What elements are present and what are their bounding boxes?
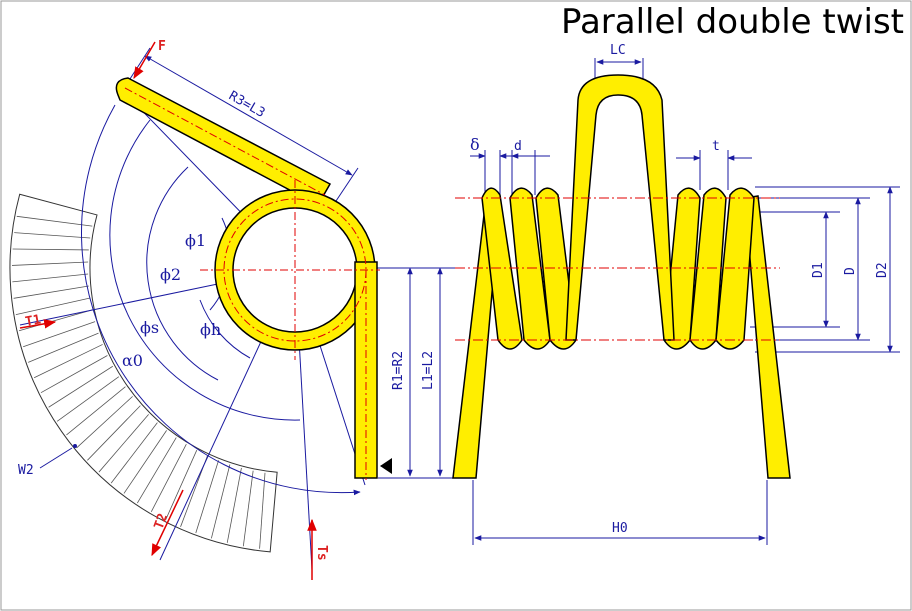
label-d1: D1 [811, 262, 826, 278]
hatch-line [14, 232, 91, 239]
t2-arrow [151, 489, 184, 557]
label-delta: δ [470, 135, 480, 154]
hatch-line [150, 443, 187, 512]
hatch-line [56, 376, 120, 422]
hatch-line [23, 321, 96, 348]
pointer-triangle [380, 458, 392, 474]
hatch-line [195, 460, 219, 534]
label-lc: LC [610, 43, 626, 58]
label-phih: ϕh [200, 320, 221, 339]
hatch-line [226, 467, 242, 543]
label-d2: D2 [875, 262, 890, 278]
hatch-line [242, 470, 254, 547]
right-centerlines [455, 197, 780, 341]
label-r1-r2: R1=R2 [391, 351, 406, 390]
right-spring-body [452, 74, 791, 479]
hatch-line [12, 273, 89, 283]
label-f: F [158, 39, 166, 54]
label-t1: T1 [24, 312, 42, 330]
label-phi2: ϕ2 [160, 265, 181, 284]
hatch-line [28, 332, 99, 363]
hatch-line [16, 215, 93, 227]
label-ts: Ts [314, 545, 329, 561]
hatched-band [9, 193, 278, 553]
hatch-line [12, 248, 89, 251]
label-d: d [514, 139, 522, 154]
t1-arrow [19, 319, 57, 329]
hatch-line [98, 414, 149, 473]
hatch-line [137, 437, 177, 504]
hatch-line [13, 285, 89, 299]
hatch-line [40, 355, 108, 394]
label-w2: W2 [18, 463, 34, 478]
center-loop [565, 74, 675, 341]
right-dimensions [470, 58, 900, 545]
label-dv: D [843, 267, 858, 275]
left-spring-body [115, 77, 378, 479]
label-phis: ϕs [140, 318, 159, 337]
label-l1-l2: L1=L2 [421, 351, 436, 390]
diagram-title: Parallel double twist [560, 2, 904, 42]
hatch-line [76, 396, 133, 449]
label-phi1: ϕ1 [185, 231, 206, 250]
label-alpha0: α0 [122, 351, 143, 370]
r3-ext-1 [127, 47, 151, 83]
label-r3-l3: R3=L3 [226, 88, 267, 121]
right-view: LC δ d t D1 D D2 H0 [452, 43, 900, 545]
hatch-line [210, 464, 231, 539]
hatch-line [33, 344, 103, 379]
upper-arm [115, 77, 332, 207]
hatch-line [87, 405, 141, 461]
hatch-line [11, 261, 89, 266]
label-t: t [712, 139, 720, 154]
hatch-line [15, 297, 91, 315]
hatch-line [110, 422, 158, 484]
phi2-arc [146, 166, 219, 381]
left-view: F R3=L3 ϕ1 ϕ2 ϕs ϕh α0 R1=R2 L1=L2 T1 T2… [9, 39, 460, 580]
alpha0-arc [81, 104, 361, 496]
hatch-outline [9, 193, 278, 553]
w2-leader [39, 447, 73, 469]
hatch-line [259, 472, 266, 549]
label-h0: H0 [612, 521, 628, 536]
force-arrows [19, 41, 317, 580]
right-leg [744, 195, 791, 479]
w2-dot [73, 444, 77, 448]
hatch-line [48, 365, 114, 408]
phis-arc [109, 119, 301, 421]
f-arrow [133, 41, 156, 80]
r3-dim [144, 55, 353, 176]
hatch-line [123, 430, 167, 494]
label-t2: T2 [152, 512, 171, 532]
left-centerlines [124, 87, 380, 480]
hatch-line [66, 386, 126, 436]
hatch-line [165, 450, 198, 520]
phih-arc [199, 299, 251, 359]
